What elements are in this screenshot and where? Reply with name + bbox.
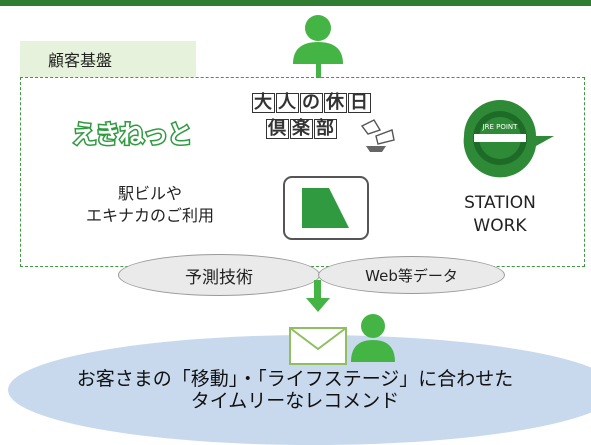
suica-card-icon bbox=[283, 176, 369, 240]
prediction-technology-text: 予測技術 bbox=[185, 267, 253, 288]
station-work-line2: WORK bbox=[473, 216, 527, 236]
station-building-line2: エキナカのご利用 bbox=[85, 206, 214, 225]
envelope-icon bbox=[289, 327, 347, 365]
recommendation-text: お客さまの「移動」・「ライフステージ」に合わせた タイムリーなレコメンド bbox=[60, 368, 530, 412]
customer-base-label-text: 顧客基盤 bbox=[48, 51, 113, 70]
person-icon-bottom bbox=[351, 314, 395, 362]
otona-logo-line1: 大人の休日 bbox=[252, 92, 371, 113]
ekinet-logo: えきねっと bbox=[70, 119, 193, 151]
otona-logo-line2: 倶楽部 bbox=[266, 118, 337, 139]
prediction-technology-oval: 予測技術 bbox=[118, 254, 320, 296]
recommendation-line1: お客さまの「移動」・「ライフステージ」に合わせた bbox=[76, 368, 514, 390]
station-building-line1: 駅ビルや bbox=[117, 184, 182, 203]
person-icon-top bbox=[293, 15, 343, 64]
otona-logo-illustration bbox=[360, 119, 395, 152]
station-work-label: STATION WORK bbox=[440, 192, 560, 238]
recommendation-line2: タイムリーなレコメンド bbox=[190, 390, 400, 412]
down-arrow-icon bbox=[306, 280, 330, 312]
web-data-text: Web等データ bbox=[365, 266, 458, 285]
jre-point-logo: JRE POINT bbox=[463, 100, 554, 178]
station-building-text: 駅ビルや エキナカのご利用 bbox=[80, 183, 220, 227]
top-accent-bar bbox=[0, 0, 591, 6]
station-work-line1: STATION bbox=[464, 193, 536, 213]
customer-base-label: 顧客基盤 bbox=[20, 41, 196, 77]
ekinet-logo-fill: えきねっと bbox=[72, 120, 192, 149]
otona-no-kyujitsu-club-logo: 大人の休日 倶楽部 bbox=[252, 92, 392, 162]
top-connector bbox=[316, 62, 321, 78]
web-data-oval: Web等データ bbox=[318, 256, 505, 294]
jre-point-logo-text: JRE POINT bbox=[482, 123, 519, 131]
